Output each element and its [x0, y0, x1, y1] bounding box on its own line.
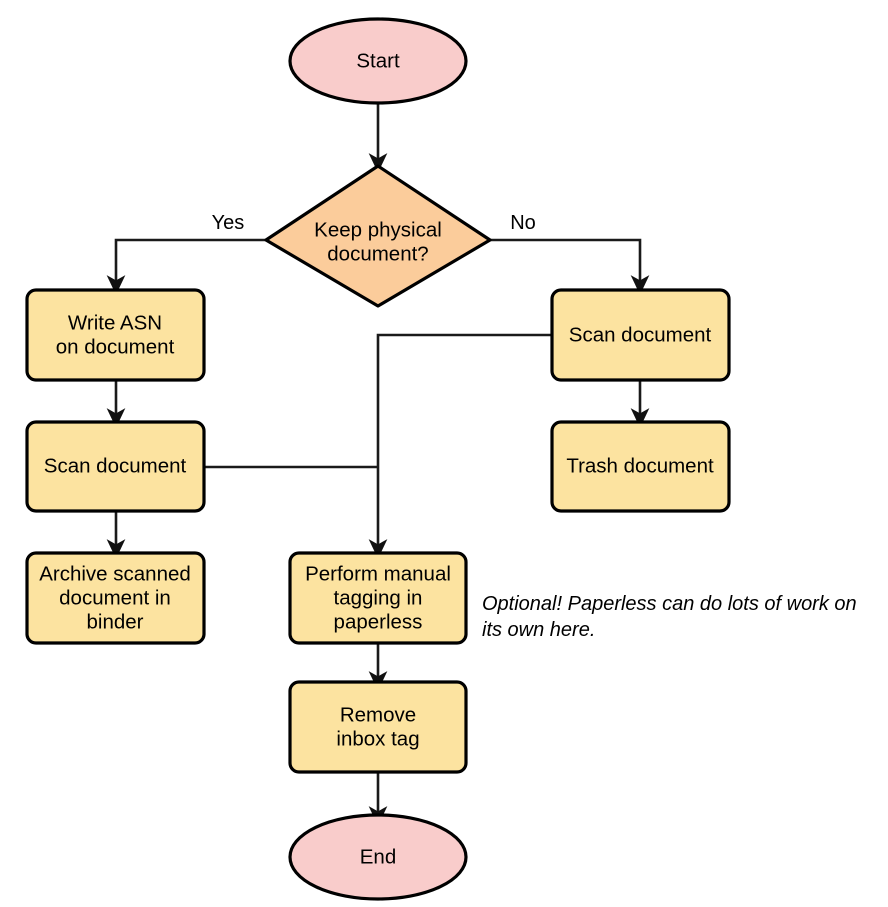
archive-box — [25, 551, 206, 645]
node-start[interactable]: Start — [288, 17, 468, 105]
archive-label-line1: Archive scanned — [39, 562, 191, 585]
node-remove-inbox-tag[interactable]: Remove inbox tag — [288, 680, 468, 774]
scan-document-right-label: Scan document — [569, 323, 712, 346]
remove-inbox-tag-box — [288, 680, 468, 774]
edge-label-no: No — [510, 212, 536, 234]
edge-decision-yes — [106, 238, 266, 295]
end-ellipse — [288, 813, 468, 901]
edge-scanright-to-tagging — [368, 333, 552, 559]
annotation-line2: its own here. — [482, 619, 595, 641]
archive-label-line3: binder — [87, 610, 144, 633]
decision-label-line2: document? — [327, 242, 428, 265]
trash-document-box — [550, 420, 731, 513]
start-label: Start — [356, 49, 400, 72]
tagging-label-line1: Perform manual — [305, 562, 451, 585]
annotation-optional-note: Optional! Paperless can do lots of work … — [482, 593, 857, 641]
trash-document-label: Trash document — [566, 454, 714, 477]
node-archive-scanned-document[interactable]: Archive scanned document in binder — [25, 551, 206, 645]
write-asn-label-line2: on document — [56, 335, 175, 358]
node-scan-document-right[interactable]: Scan document — [550, 288, 731, 382]
tagging-box — [288, 551, 468, 645]
node-scan-document-left[interactable]: Scan document — [25, 420, 206, 513]
scan-document-left-label: Scan document — [44, 454, 187, 477]
edge-label-yes: Yes — [212, 212, 245, 234]
node-decision-keep-physical-document[interactable]: Keep physical document? — [264, 164, 492, 308]
node-end[interactable]: End — [288, 813, 468, 901]
remove-inbox-tag-label-line1: Remove — [340, 703, 416, 726]
decision-diamond — [264, 164, 492, 308]
scan-document-left-box — [25, 420, 206, 513]
node-perform-manual-tagging[interactable]: Perform manual tagging in paperless — [288, 551, 468, 645]
edges-group — [106, 103, 650, 826]
tagging-label-line2: tagging in — [334, 586, 423, 609]
node-write-asn[interactable]: Write ASN on document — [25, 288, 206, 382]
write-asn-label-line1: Write ASN — [68, 311, 162, 334]
tagging-label-line3: paperless — [334, 610, 423, 633]
remove-inbox-tag-label-line2: inbox tag — [336, 727, 419, 750]
write-asn-box — [25, 288, 206, 382]
scan-document-right-box — [550, 288, 731, 382]
end-label: End — [360, 845, 396, 868]
start-ellipse — [288, 17, 468, 105]
edge-decision-no — [490, 238, 650, 295]
archive-label-line2: document in — [59, 586, 171, 609]
decision-label-line1: Keep physical — [314, 218, 442, 241]
annotation-line1: Optional! Paperless can do lots of work … — [482, 593, 857, 615]
node-trash-document[interactable]: Trash document — [550, 420, 731, 513]
